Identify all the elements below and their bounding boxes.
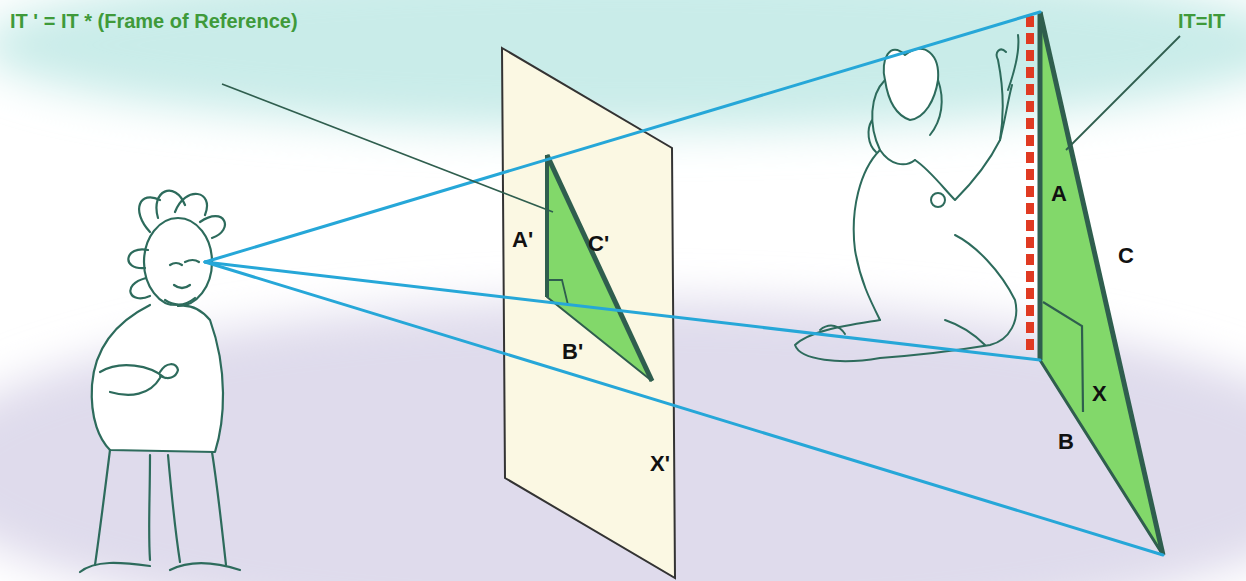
observer-face bbox=[165, 260, 199, 305]
sage-robe bbox=[795, 235, 1016, 361]
formula-label: IT=IT bbox=[1178, 10, 1225, 32]
sage-arm bbox=[997, 35, 1019, 140]
side-label: C' bbox=[588, 232, 609, 256]
sight-line bbox=[205, 262, 1163, 555]
side-label: A' bbox=[512, 228, 533, 252]
plane-label: X' bbox=[650, 452, 670, 476]
observer-hair bbox=[128, 191, 225, 299]
real-side bbox=[1038, 12, 1043, 360]
formula-label: IT ' = IT * (Frame of Reference) bbox=[10, 10, 298, 32]
observer-head bbox=[144, 218, 212, 306]
side-label: C bbox=[1118, 244, 1134, 268]
projected-side bbox=[545, 155, 549, 297]
right-angle-mark bbox=[1043, 302, 1083, 412]
dashed-vertical bbox=[1026, 16, 1034, 354]
sage-brooch bbox=[931, 193, 945, 207]
sage-head bbox=[884, 49, 938, 120]
observer-legs bbox=[95, 450, 226, 565]
projected-hypotenuse bbox=[547, 155, 652, 381]
leader-line bbox=[222, 84, 553, 212]
sage-body bbox=[854, 85, 1012, 320]
sage-folds bbox=[820, 320, 985, 345]
side-label: B' bbox=[562, 340, 583, 364]
sight-line bbox=[205, 12, 1040, 262]
side-label: X bbox=[1092, 382, 1107, 406]
projected-triangle bbox=[547, 155, 652, 381]
observer-figure bbox=[80, 191, 240, 572]
side-label: A bbox=[1051, 182, 1067, 206]
observer-shoes bbox=[80, 563, 240, 572]
sight-line bbox=[205, 262, 1040, 360]
real-triangle bbox=[1040, 12, 1163, 555]
leader-line bbox=[1066, 36, 1180, 150]
observer-sweater bbox=[92, 305, 223, 452]
sight-lines bbox=[205, 12, 1163, 555]
observer-arms bbox=[100, 364, 178, 395]
side-label: B bbox=[1058, 430, 1074, 454]
real-hypotenuse bbox=[1040, 12, 1163, 555]
sage-figure bbox=[795, 35, 1018, 361]
